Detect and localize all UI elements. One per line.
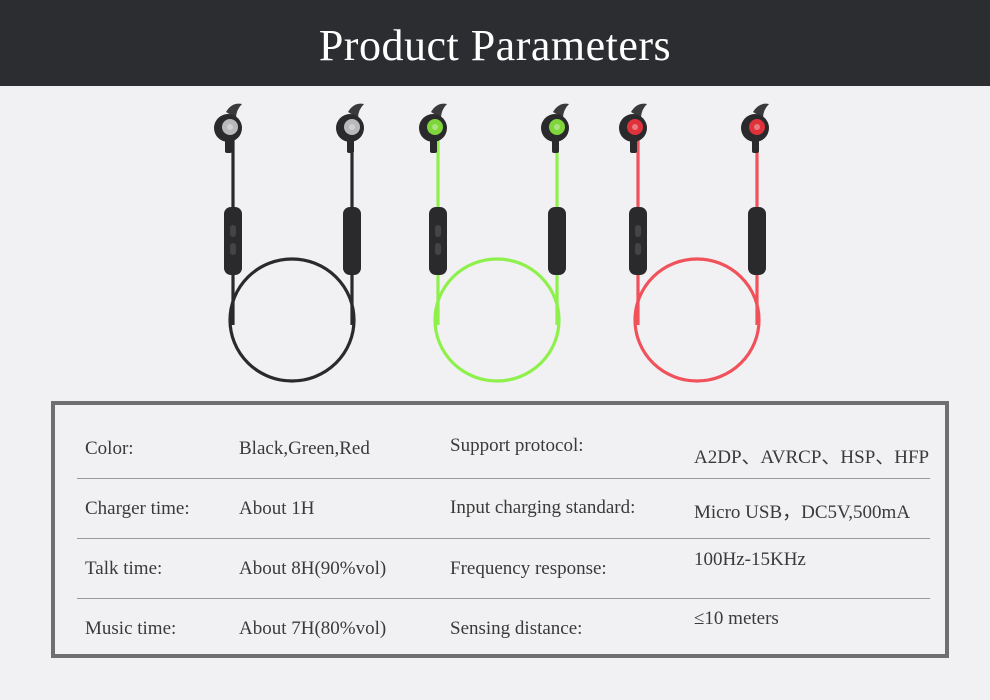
earbud-stem	[347, 139, 354, 153]
earbud-stem	[430, 139, 437, 153]
page-title: Product Parameters	[318, 20, 672, 70]
control-button	[230, 243, 236, 255]
earbud-stem	[752, 139, 759, 153]
spec-value: ≤10 meters	[694, 608, 779, 629]
ear-hook	[431, 103, 447, 118]
control-button	[435, 243, 441, 255]
earphone-green-image	[419, 103, 569, 383]
spec-label: Color:	[85, 438, 134, 459]
spec-row: Color: Black,Green,Red Support protocol:…	[77, 418, 930, 479]
earbud-accent	[344, 119, 360, 135]
spec-label: Music time:	[85, 618, 177, 639]
product-images	[0, 95, 990, 390]
spec-label: Charger time:	[85, 498, 190, 519]
earbud	[336, 103, 364, 153]
spec-table: Color: Black,Green,Red Support protocol:…	[51, 401, 949, 658]
spec-label: Frequency response:	[450, 558, 607, 579]
spec-value: A2DP、AVRCP、HSP、HFP	[694, 447, 930, 468]
earbud-highlight	[554, 124, 560, 130]
ear-hook	[631, 103, 647, 118]
spec-value: 100Hz-15KHz	[694, 549, 806, 570]
ear-hook	[348, 103, 364, 118]
spec-row: Music time: About 7H(80%vol) Sensing dis…	[77, 598, 930, 658]
control-button	[635, 243, 641, 255]
cable-loop	[433, 257, 561, 383]
spec-value: Micro USB，DC5V,500mA	[694, 502, 911, 523]
spec-label: Input charging standard:	[450, 497, 636, 518]
earphone-black-image	[214, 103, 364, 383]
earbud-highlight	[227, 124, 233, 130]
control-module-left	[224, 207, 242, 275]
earbud	[619, 103, 647, 153]
control-button	[435, 225, 441, 237]
ear-hook	[553, 103, 569, 118]
control-button	[230, 225, 236, 237]
earbud-stem	[225, 139, 232, 153]
earbud-accent	[627, 119, 643, 135]
control-module-right	[343, 207, 361, 275]
spec-row: Charger time: About 1H Input charging st…	[77, 478, 930, 539]
earbud	[419, 103, 447, 153]
spec-value: About 1H	[239, 498, 315, 519]
header-banner: Product Parameters	[0, 0, 990, 86]
earbud-stem	[630, 139, 637, 153]
earbud-highlight	[349, 124, 355, 130]
earbud-stem	[552, 139, 559, 153]
control-module-left	[429, 207, 447, 275]
spec-label: Support protocol:	[450, 435, 584, 456]
spec-row: Talk time: About 8H(90%vol) Frequency re…	[77, 538, 930, 599]
ear-hook	[753, 103, 769, 118]
earbud	[741, 103, 769, 153]
earbud-accent	[749, 119, 765, 135]
earbud-accent	[427, 119, 443, 135]
earbud	[214, 103, 242, 153]
control-module-right	[548, 207, 566, 275]
cable-loop	[228, 257, 356, 383]
control-module-left	[629, 207, 647, 275]
earbud-highlight	[432, 124, 438, 130]
cable-loop	[633, 257, 761, 383]
earphone-red-image	[619, 103, 769, 383]
spec-label: Sensing distance:	[450, 618, 583, 639]
earbud-highlight	[754, 124, 760, 130]
control-module-right	[748, 207, 766, 275]
spec-value: About 7H(80%vol)	[239, 618, 387, 639]
spec-value: Black,Green,Red	[239, 438, 370, 459]
earbud-accent	[222, 119, 238, 135]
control-button	[635, 225, 641, 237]
spec-label: Talk time:	[85, 558, 163, 579]
earbud	[541, 103, 569, 153]
earbud-highlight	[632, 124, 638, 130]
earbud-accent	[549, 119, 565, 135]
spec-value: About 8H(90%vol)	[239, 558, 387, 579]
ear-hook	[226, 103, 242, 118]
